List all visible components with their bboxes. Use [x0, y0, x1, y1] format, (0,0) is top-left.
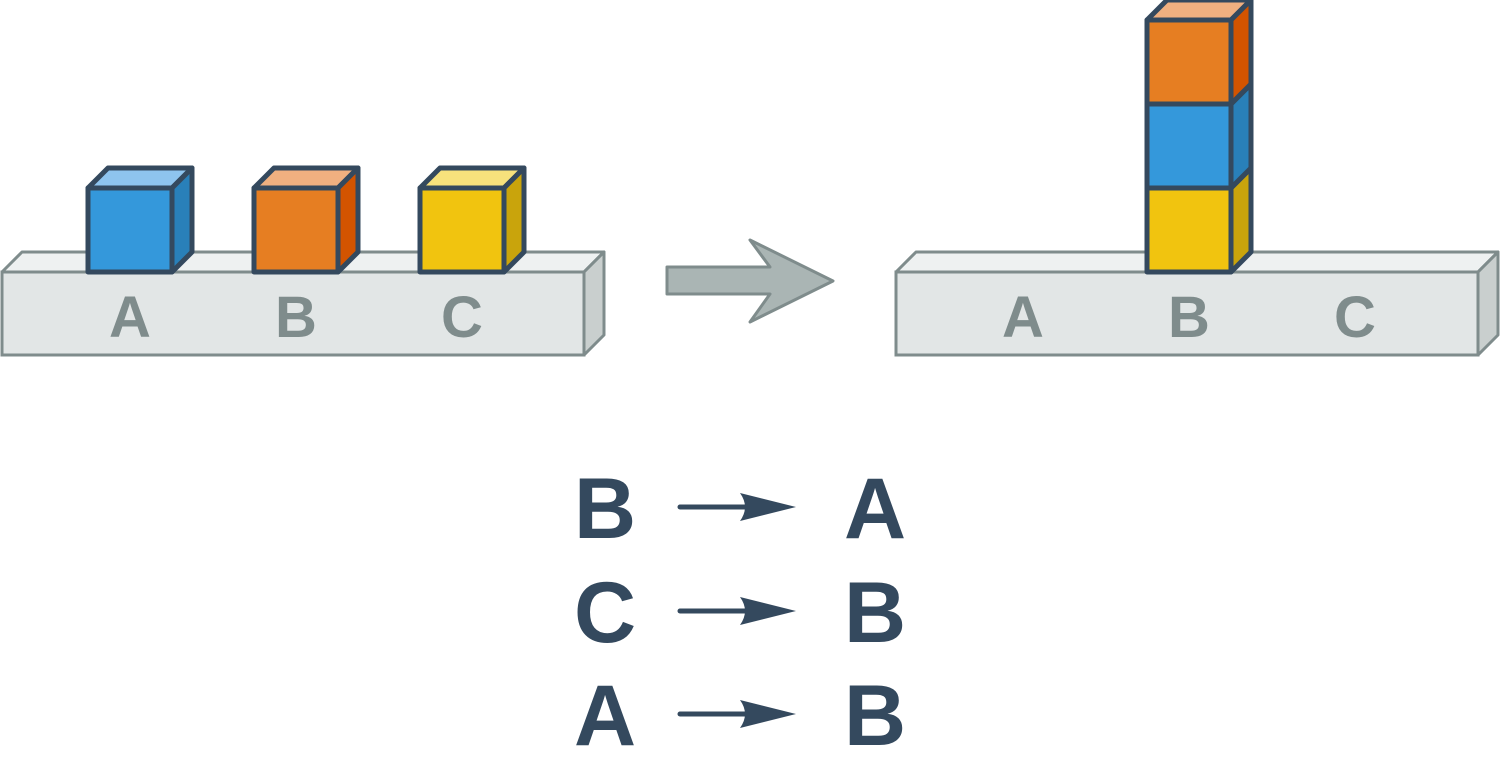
initial-shelf-side	[582, 250, 606, 357]
initial-position-label-a: A	[109, 285, 151, 350]
goal-position-label-b: B	[1168, 285, 1210, 350]
move-to: B	[844, 668, 906, 764]
move-to: A	[844, 461, 906, 557]
move-from: A	[574, 668, 636, 764]
goal-blue-block-front-face	[1144, 101, 1234, 191]
initial-blue-block	[85, 165, 195, 275]
goal-orange-block-side-face	[1228, 0, 1254, 107]
initial-blocks	[85, 165, 527, 275]
move-arrow-icon	[740, 700, 796, 728]
initial-shelf-front	[0, 270, 586, 357]
goal-orange-block	[1144, 0, 1254, 107]
transition-arrow-icon	[665, 238, 835, 324]
move-to: B	[844, 565, 906, 661]
goal-blocks	[1144, 0, 1254, 275]
initial-position-label-c: C	[441, 285, 483, 350]
goal-shelf: A B C	[894, 250, 1500, 357]
initial-yellow-block-front-face	[417, 185, 507, 275]
goal-position-label-c: C	[1334, 285, 1376, 350]
transition-arrow	[665, 238, 835, 324]
goal-orange-block-front-face	[1144, 17, 1234, 107]
initial-orange-block	[251, 165, 361, 275]
move-arrow-icon	[740, 597, 796, 625]
initial-orange-block-side-face	[335, 165, 361, 275]
goal-position-label-a: A	[1002, 285, 1044, 350]
initial-position-label-b: B	[275, 285, 317, 350]
goal-shelf-side	[1476, 250, 1500, 357]
initial-orange-block-front-face	[251, 185, 341, 275]
initial-blue-block-front-face	[85, 185, 175, 275]
move-from: B	[574, 461, 636, 557]
initial-blue-block-side-face	[169, 165, 195, 275]
goal-shelf-front	[894, 270, 1480, 357]
move-arrow-icon	[740, 493, 796, 521]
goal-yellow-block-front-face	[1144, 185, 1234, 275]
move-from: C	[574, 565, 636, 661]
initial-yellow-block	[417, 165, 527, 275]
initial-yellow-block-side-face	[501, 165, 527, 275]
